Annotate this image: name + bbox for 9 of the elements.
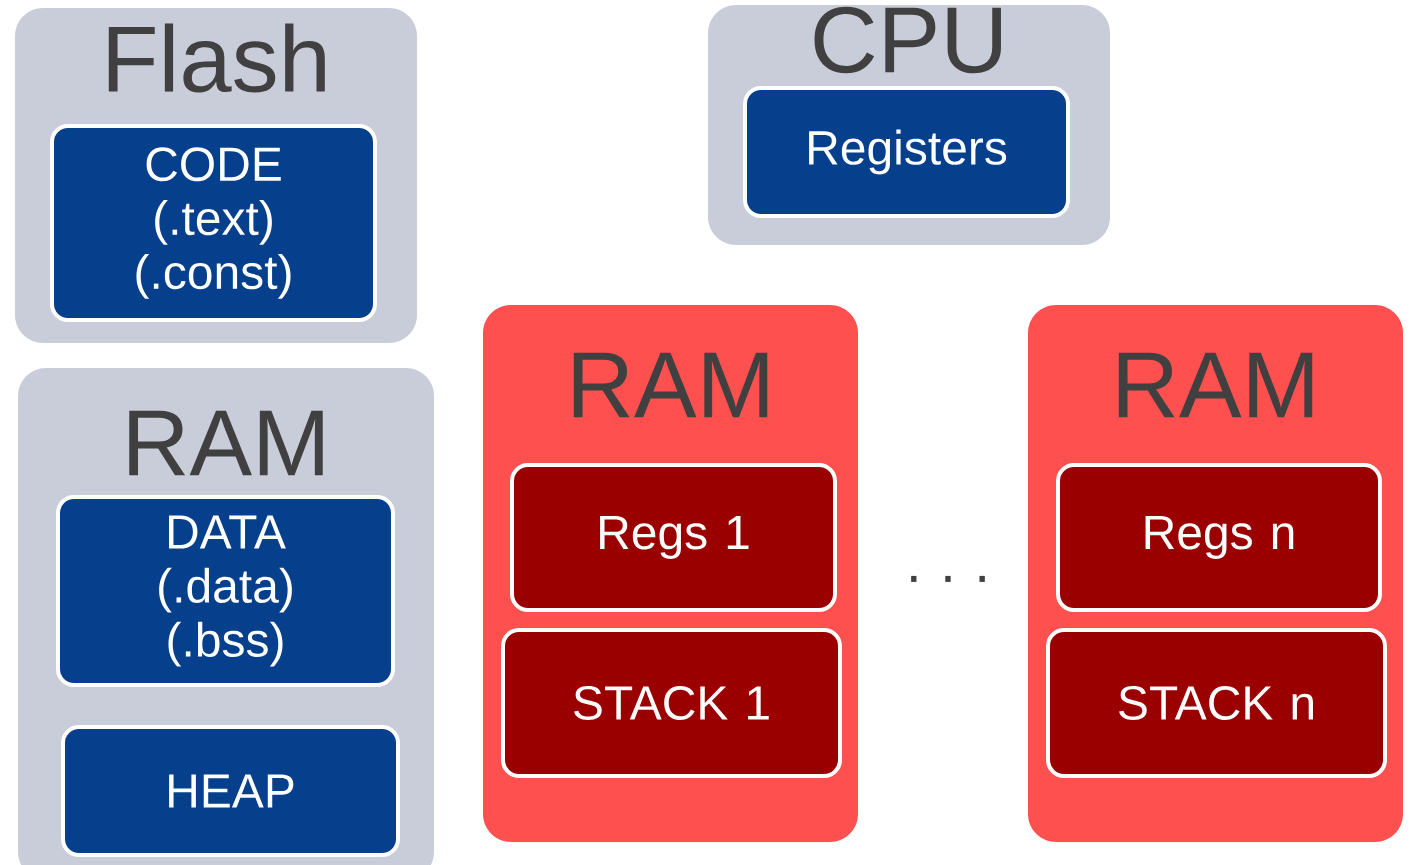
memory-box: Regs n	[1056, 463, 1382, 612]
memory-box: STACK 1	[501, 628, 842, 778]
memory-box: HEAP	[61, 725, 400, 857]
ellipsis: · · ·	[911, 575, 985, 582]
memory-box: Regs 1	[510, 463, 837, 612]
memory-box: STACK n	[1046, 628, 1387, 778]
memory-box: Registers	[743, 86, 1070, 218]
memory-box: CODE (.text) (.const)	[50, 124, 377, 322]
memory-box: DATA (.data) (.bss)	[56, 495, 395, 687]
